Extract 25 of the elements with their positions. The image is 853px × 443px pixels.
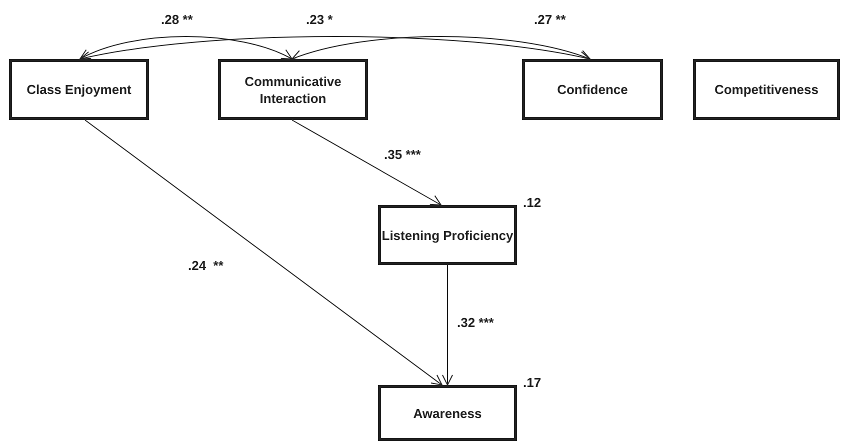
edge-label: .24 ** xyxy=(187,258,224,273)
arrow xyxy=(292,120,442,206)
variable-name: Listening Proficiency xyxy=(382,226,514,244)
double-headed-arrow xyxy=(80,36,292,60)
double-headed-arrow xyxy=(292,36,590,61)
arrow xyxy=(84,120,442,386)
r-squared-value: .12 xyxy=(523,195,542,210)
edge-label: .23 * xyxy=(305,12,334,27)
variable-box xyxy=(9,59,149,120)
variable-name: Class Enjoyment xyxy=(26,81,132,98)
edge-label: .27 ** xyxy=(533,12,567,27)
edge-label: .28 ** xyxy=(160,12,194,27)
variable-box xyxy=(378,385,517,441)
r-squared-value: .17 xyxy=(523,375,542,390)
variable-name: Awareness xyxy=(413,404,482,422)
variable-name: Communicative Interaction xyxy=(244,72,342,106)
edge-label: .35 *** xyxy=(383,147,422,162)
variable-name: Competitiveness xyxy=(714,81,819,98)
edge-label: .32 *** xyxy=(456,315,495,330)
variable-name: Confidence xyxy=(557,81,628,98)
arrow xyxy=(442,264,453,386)
variable-box xyxy=(693,59,840,120)
variable-box xyxy=(378,205,517,265)
variable-box xyxy=(218,59,368,120)
variable-box xyxy=(522,59,663,120)
